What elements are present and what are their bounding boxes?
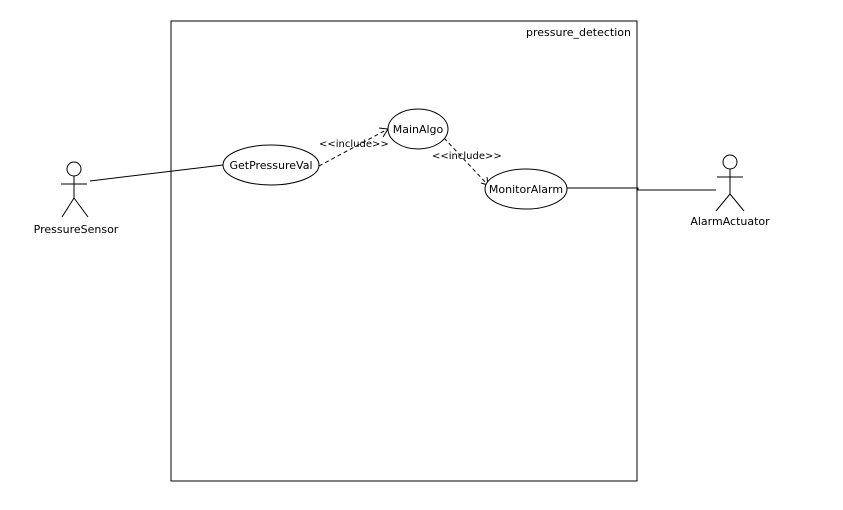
actor-alarmactuator[interactable]: AlarmActuator bbox=[690, 154, 770, 228]
use-case-getpressureval[interactable]: GetPressureVal bbox=[222, 144, 320, 186]
actor-pressuresensor[interactable]: PressureSensor bbox=[34, 161, 119, 236]
use-case-mainalgo-label: MainAlgo bbox=[393, 123, 444, 136]
actor-head bbox=[722, 154, 738, 170]
actor-left-leg bbox=[715, 193, 731, 212]
association-monitoralarm-alarmactuator bbox=[567, 187, 716, 191]
actor-right-leg bbox=[73, 197, 89, 218]
actor-left-leg bbox=[61, 197, 75, 218]
actor-head bbox=[66, 161, 82, 177]
use-case-mainalgo[interactable]: MainAlgo bbox=[387, 108, 449, 150]
actor-alarmactuator-label: AlarmActuator bbox=[690, 215, 770, 228]
association-pressuresensor-getpressureval bbox=[89, 164, 224, 182]
use-case-getpressureval-label: GetPressureVal bbox=[229, 159, 312, 172]
actor-pressuresensor-label: PressureSensor bbox=[34, 223, 119, 236]
system-name: pressure_detection bbox=[526, 26, 631, 39]
include-label-1: <<include>> bbox=[319, 139, 389, 150]
system-boundary bbox=[170, 20, 638, 482]
use-case-monitoralarm-label: MonitorAlarm bbox=[489, 183, 563, 196]
include-label-2: <<include>> bbox=[432, 151, 502, 162]
actor-right-leg bbox=[729, 193, 745, 212]
use-case-monitoralarm[interactable]: MonitorAlarm bbox=[484, 168, 568, 210]
